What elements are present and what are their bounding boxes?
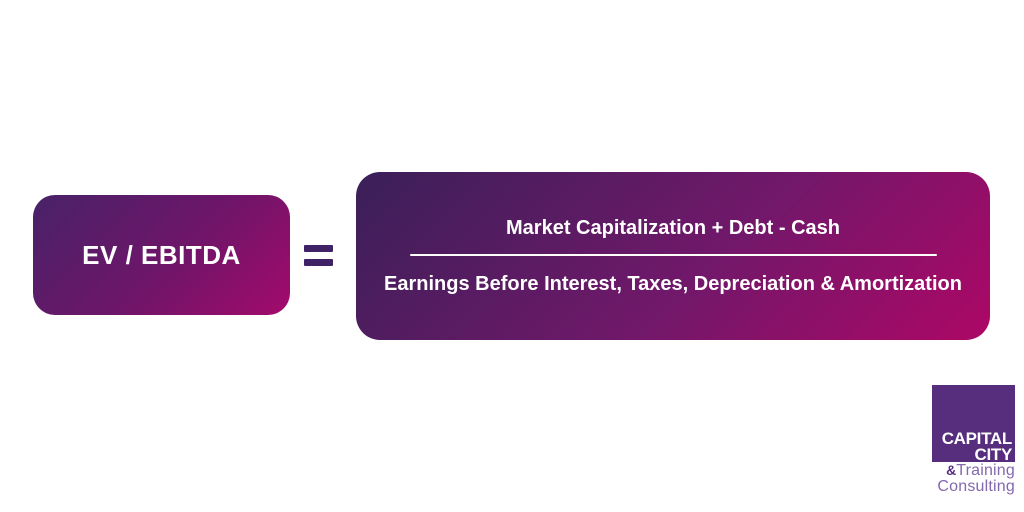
logo-training-line: &Training	[937, 462, 1015, 479]
fraction-bar	[409, 254, 937, 256]
formula-box: Market Capitalization + Debt - Cash Earn…	[356, 172, 990, 340]
equals-top-bar	[304, 245, 333, 252]
logo-wordmark: CAPITAL CITY	[941, 429, 1013, 464]
logo-line-capital: CAPITAL	[941, 429, 1013, 448]
logo-training-label: Training	[956, 462, 1015, 479]
logo-line-city: CITY	[974, 444, 1012, 464]
ev-ebitda-label: EV / EBITDA	[82, 239, 241, 270]
capital-city-logo: CAPITAL CITY	[932, 385, 1015, 462]
formula-numerator: Market Capitalization + Debt - Cash	[506, 217, 840, 239]
logo-subtitle: &Training Consulting	[937, 462, 1015, 495]
formula-denominator: Earnings Before Interest, Taxes, Depreci…	[384, 273, 962, 295]
ev-ebitda-label-box: EV / EBITDA	[33, 195, 290, 315]
logo-consulting-label: Consulting	[937, 478, 1015, 495]
equals-bottom-bar	[304, 259, 333, 266]
equals-sign	[304, 245, 333, 266]
logo-ampersand: &	[946, 462, 957, 478]
